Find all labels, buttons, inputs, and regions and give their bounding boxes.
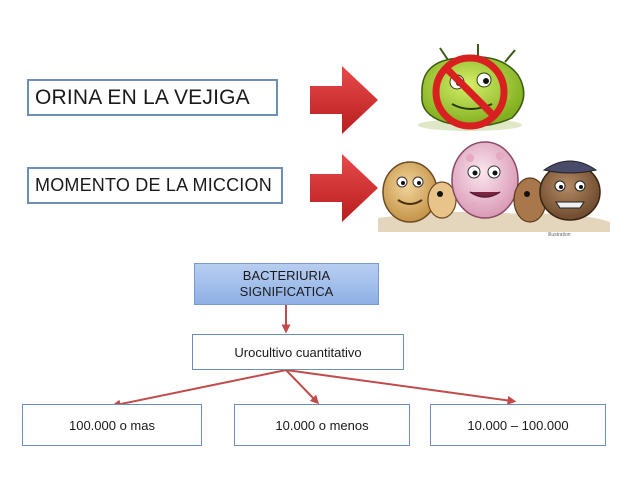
count-range-text: 10.000 – 100.000 [467, 417, 569, 433]
connector-middle-to-right [285, 369, 517, 405]
urine-in-bladder-text: ORINA EN LA VEJIGA [35, 85, 250, 109]
prohibited-bacterium-image [418, 44, 525, 131]
significant-bacteriuria-node: BACTERIURIA SIGNIFICATICA [194, 263, 379, 305]
count-10000-or-less-text: 10.000 o menos [275, 417, 369, 433]
quantitative-urine-culture-node: Urocultivo cuantitativo [192, 334, 404, 370]
count-100000-or-more-text: 100.000 o mas [68, 417, 155, 433]
quantitative-urine-culture-text: Urocultivo cuantitativo [234, 344, 362, 360]
count-100000-or-more-node: 100.000 o mas [22, 404, 202, 446]
bacteria-group-image: illustration [378, 141, 610, 238]
significant-bacteriuria-line2: SIGNIFICATICA [239, 284, 334, 299]
bottom-red-arrow [310, 154, 378, 222]
urination-moment-text: MOMENTO DE LA MICCION [35, 175, 272, 195]
connector-middle-to-center [285, 369, 320, 405]
urine-in-bladder-label: ORINA EN LA VEJIGA [27, 79, 278, 116]
count-range-node: 10.000 – 100.000 [430, 404, 606, 446]
urination-moment-label: MOMENTO DE LA MICCION [27, 167, 283, 204]
connector-middle-to-left [111, 369, 287, 409]
count-10000-or-less-node: 10.000 o menos [234, 404, 410, 446]
top-red-arrow [310, 66, 378, 134]
svg-text:illustration: illustration [548, 232, 571, 238]
significant-bacteriuria-line1: BACTERIURIA [242, 268, 331, 283]
